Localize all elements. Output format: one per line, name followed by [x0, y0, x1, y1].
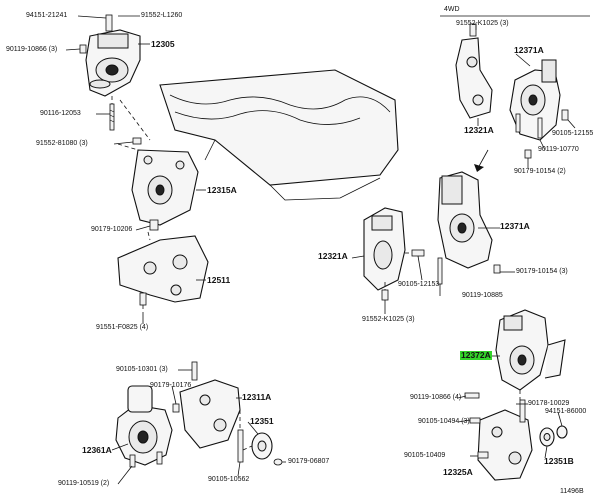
callout-90105-12155: 90105-12155 — [552, 130, 594, 137]
bracket-12311a — [172, 361, 244, 463]
callout-12371a-mid: 12371A — [500, 221, 530, 231]
engine-outline — [159, 69, 399, 201]
callout-91551-f0825-4: 91551-F0825 (4) — [96, 324, 149, 331]
callout-91552-l1260: 91552-L1260 — [141, 12, 183, 19]
callout-91552-k1025-3-mid: 91552-K1025 (3) — [362, 316, 415, 323]
callout-90119-10770: 90119-10770 — [538, 146, 579, 153]
callout-12351: 12351 — [250, 416, 274, 426]
callout-90119-10866-4: 90119-10866 (4) — [410, 394, 462, 401]
callout-12315a: 12315A — [207, 185, 237, 195]
callout-94151-21241: 94151-21241 — [26, 12, 68, 19]
callout-12511: 12511 — [207, 275, 231, 285]
callout-12325a: 12325A — [443, 467, 473, 477]
callout-94151-86000: 94151-86000 — [545, 408, 587, 415]
callout-12351b: 12351B — [544, 456, 574, 466]
callout-90119-10885: 90119-10885 — [462, 292, 503, 299]
callout-12321a-top: 12321A — [464, 125, 494, 135]
bushing-12351b — [539, 425, 568, 447]
callout-90179-10176: 90179-10176 — [150, 382, 192, 389]
bracket-12511 — [117, 235, 209, 316]
callout-90178-10029: 90178-10029 — [528, 400, 570, 407]
callout-12321a-mid: 12321A — [318, 251, 348, 261]
callout-12361a: 12361A — [82, 445, 112, 455]
4wd-divider — [440, 15, 590, 17]
bolts-right-bottom — [464, 392, 481, 424]
bracket-12325a — [477, 390, 533, 481]
figure-number: 11496B — [560, 488, 584, 495]
callout-90179-10154-2: 90179-10154 (2) — [514, 168, 566, 175]
callout-90179-10154-3: 90179-10154 (3) — [516, 268, 568, 275]
bolt-group-left — [117, 143, 151, 241]
mount-12371a-mid — [437, 171, 501, 285]
callout-90105-10301-3: 90105-10301 (3) — [116, 366, 168, 373]
callout-90105-10409: 90105-10409 — [404, 452, 446, 459]
callout-90105-10494-3: 90105-10494 (3) — [418, 418, 470, 425]
callout-12311a: 12311A — [242, 392, 272, 402]
callout-90179-06807: 90179-06807 — [288, 458, 330, 465]
callout-90116-12053: 90116-12053 — [40, 110, 81, 117]
callout-4wd: 4WD — [444, 6, 460, 13]
callout-90119-10866-3: 90119-10866 (3) — [6, 46, 58, 53]
callout-12371a-top: 12371A — [514, 45, 544, 55]
callout-91552-k1025-3-top: 91552-K1025 (3) — [456, 20, 509, 27]
callout-12305: 12305 — [151, 39, 175, 49]
arrow-down — [474, 149, 489, 172]
callout-12372a: 12372A — [460, 350, 492, 360]
mount-12321a-top — [455, 23, 493, 119]
callout-90119-10519-2: 90119-10519 (2) — [58, 480, 110, 487]
callout-90105-10562: 90105-10562 — [208, 476, 250, 483]
mount-12321a-mid — [363, 207, 425, 301]
callout-91552-81080-3: 91552-81080 (3) — [36, 140, 88, 147]
mount-12305 — [79, 14, 151, 141]
mount-12361a — [115, 385, 173, 468]
callout-90105-12153: 90105-12153 — [398, 281, 440, 288]
leader-lines — [65, 15, 576, 485]
bracket-12315a — [131, 137, 199, 231]
callout-90179-10206: 90179-10206 — [91, 226, 133, 233]
bushing-12351 — [242, 432, 283, 466]
mount-12372a — [495, 309, 566, 391]
mount-12371a-top — [509, 59, 569, 159]
